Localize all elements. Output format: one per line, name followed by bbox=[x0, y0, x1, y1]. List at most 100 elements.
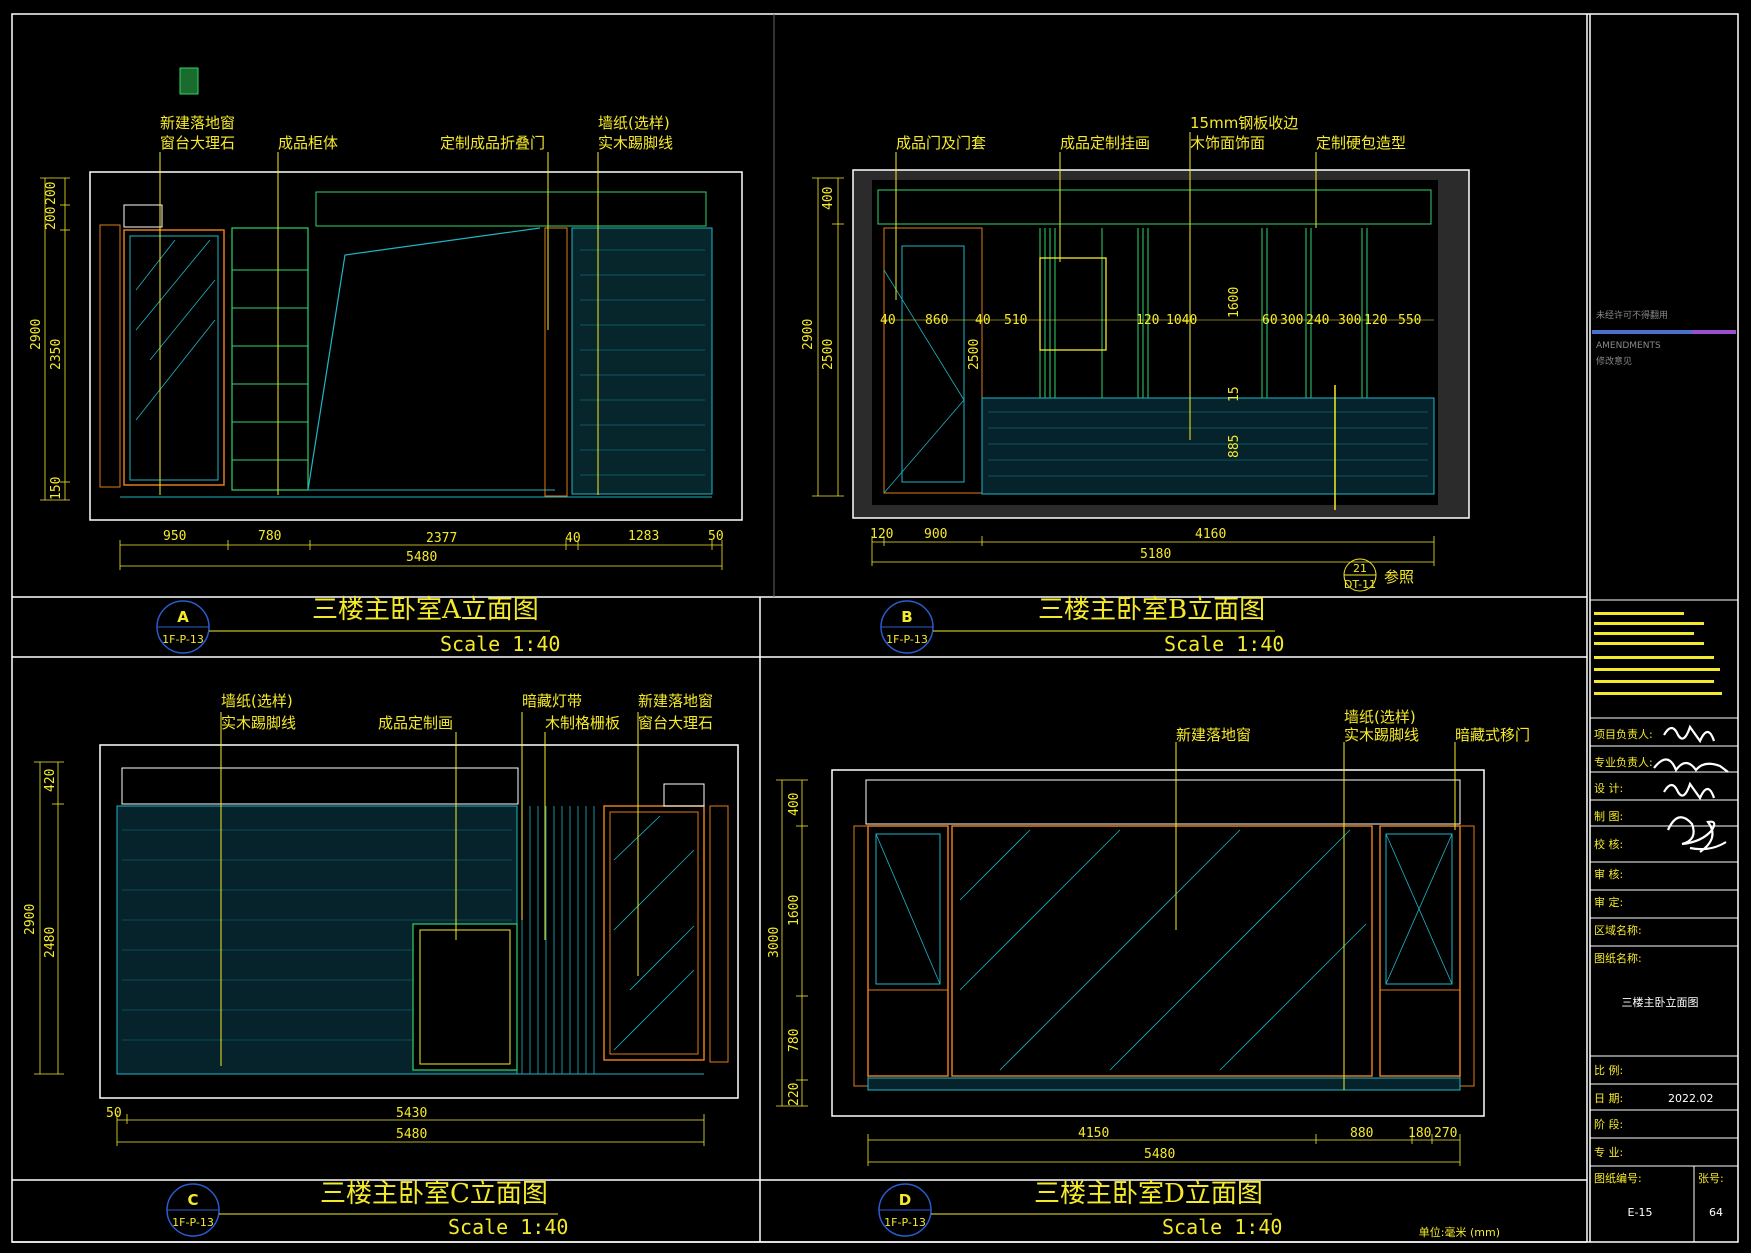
b-dim-left-2: 2900 bbox=[801, 319, 816, 350]
d-label-2: 墙纸(选样) bbox=[1344, 708, 1416, 726]
c-dim-lines-bottom bbox=[116, 1114, 705, 1146]
d-window-left-top bbox=[875, 833, 941, 985]
d-dim-left-2: 1600 bbox=[787, 895, 802, 926]
c-dim-left-1: 420 bbox=[43, 769, 58, 792]
b-dim-inner-2: 860 bbox=[925, 313, 948, 328]
a-dim-total: 5480 bbox=[406, 550, 437, 565]
tb-date-label: 日 期: bbox=[1594, 1092, 1623, 1105]
b-bulkhead bbox=[877, 189, 1432, 225]
b-dim-inner-16: 2500 bbox=[967, 339, 982, 370]
a-title: 三楼主卧室A立面图 bbox=[312, 595, 539, 625]
b-door-swing bbox=[883, 269, 965, 494]
c-label-6: 新建落地窗 bbox=[638, 692, 713, 710]
unit-note: 单位:毫米 (mm) bbox=[1419, 1225, 1500, 1239]
tb-amendments-cn: 修改意见 bbox=[1596, 355, 1632, 367]
tb-date: 2022.02 bbox=[1668, 1092, 1714, 1105]
tb-notice: 未经许可不得翻用 bbox=[1596, 309, 1668, 321]
a-door-jamb bbox=[544, 227, 568, 497]
layer-marker bbox=[179, 67, 199, 95]
c-window bbox=[603, 805, 705, 1061]
c-dim-lines-left bbox=[34, 761, 64, 1075]
b-dim-inner-5: 120 bbox=[1136, 313, 1159, 328]
c-leaders bbox=[220, 712, 639, 1066]
b-soft-panel bbox=[981, 397, 1435, 495]
b-title-block: B 1F-P-13 三楼主卧室B立面图 Scale 1:40 bbox=[880, 595, 1284, 656]
tb-drawing-no-label: 图纸编号: bbox=[1594, 1171, 1642, 1185]
signature-4 bbox=[1666, 816, 1727, 853]
a-label-6: 实木踢脚线 bbox=[598, 134, 673, 152]
d-dim-bottom-4: 270 bbox=[1434, 1126, 1457, 1141]
a-ref: 1F-P-13 bbox=[162, 633, 204, 646]
b-letter: B bbox=[901, 608, 912, 626]
b-dim-inner-8: 300 bbox=[1280, 313, 1303, 328]
c-dim-left-3: 2480 bbox=[43, 927, 58, 958]
b-dim-inner-15: 885 bbox=[1227, 435, 1242, 458]
c-bulkhead bbox=[121, 767, 519, 805]
b-dim-inner-1: 40 bbox=[880, 313, 896, 328]
tb-row-8: 区域名称: bbox=[1594, 923, 1642, 937]
tb-amendments: AMENDMENTS bbox=[1596, 341, 1661, 351]
b-wood-strips bbox=[1039, 228, 1368, 398]
a-dim-bottom-3: 2377 bbox=[426, 531, 457, 546]
b-dim-inner-7: 60 bbox=[1262, 313, 1278, 328]
a-dim-left-5: 150 bbox=[49, 477, 64, 500]
a-label-5: 墙纸(选样) bbox=[598, 114, 670, 132]
a-leaders bbox=[159, 152, 599, 495]
c-sill bbox=[663, 783, 705, 807]
signature-2 bbox=[1653, 758, 1729, 773]
tb-fineprint bbox=[1594, 612, 1722, 695]
a-dim-bottom-5: 1283 bbox=[628, 529, 659, 544]
a-label-4: 定制成品折叠门 bbox=[440, 134, 545, 152]
a-label-3: 成品柜体 bbox=[278, 134, 338, 152]
elevation-b: 成品门及门套 成品定制挂画 15mm钢板收边 木饰面饰面 定制硬包造型 40 8… bbox=[801, 114, 1470, 592]
c-dim-total: 5480 bbox=[396, 1127, 427, 1142]
b-scale: Scale 1:40 bbox=[1164, 632, 1284, 656]
c-ref: 1F-P-13 bbox=[172, 1216, 214, 1229]
b-label-4: 木饰面饰面 bbox=[1190, 134, 1265, 152]
tb-color-bar bbox=[1592, 330, 1736, 334]
a-title-block: A 1F-P-13 三楼主卧室A立面图 Scale 1:40 bbox=[156, 595, 560, 656]
d-dim-bottom-1: 4150 bbox=[1078, 1126, 1109, 1141]
a-wall-outline bbox=[89, 171, 743, 521]
d-dim-left-4: 780 bbox=[787, 1029, 802, 1052]
a-dim-lines-left bbox=[40, 177, 70, 501]
a-dim-lines-bottom bbox=[119, 540, 723, 570]
d-scale: Scale 1:40 bbox=[1162, 1215, 1282, 1239]
tb-row-7: 审 定: bbox=[1594, 895, 1623, 909]
b-dim-total: 5180 bbox=[1140, 547, 1171, 562]
d-window-center bbox=[951, 825, 1373, 1077]
a-dim-bottom-2: 780 bbox=[258, 529, 281, 544]
tb-sheet-no: 64 bbox=[1709, 1206, 1723, 1219]
tb-row-1: 项目负责人: bbox=[1594, 727, 1653, 741]
b-painting bbox=[1039, 257, 1107, 351]
b-dim-inner-14: 15 bbox=[1227, 386, 1242, 402]
a-label-2: 窗台大理石 bbox=[160, 134, 235, 152]
a-bulkhead bbox=[315, 191, 707, 227]
b-dim-lines-left bbox=[812, 177, 844, 497]
b-dim-bottom-1: 120 bbox=[870, 527, 893, 542]
d-skirting bbox=[867, 1077, 1461, 1091]
elevation-d: 新建落地窗 墙纸(选样) 实木踢脚线 暗藏式移门 400 1600 3000 7… bbox=[767, 708, 1530, 1166]
a-cabinet-shelves bbox=[232, 269, 308, 461]
d-leaders bbox=[1175, 742, 1456, 1090]
tb-row-5: 校 核: bbox=[1594, 837, 1623, 851]
a-dim-bottom-4: 40 bbox=[565, 531, 581, 546]
d-dim-lines-left bbox=[776, 779, 808, 1107]
b-dim-inner-11: 120 bbox=[1364, 313, 1387, 328]
a-wallpaper-panel bbox=[571, 227, 713, 495]
d-bulkhead bbox=[865, 779, 1461, 825]
c-dim-left-2: 2900 bbox=[23, 904, 38, 935]
d-label-4: 暗藏式移门 bbox=[1455, 726, 1530, 744]
b-label-2: 成品定制挂画 bbox=[1060, 134, 1150, 152]
b-door-frame bbox=[883, 227, 983, 494]
tb-row-9: 图纸名称: bbox=[1594, 951, 1642, 965]
a-window-glass bbox=[129, 235, 219, 481]
tb-row-4: 制 图: bbox=[1594, 810, 1623, 823]
a-label-1: 新建落地窗 bbox=[160, 114, 235, 132]
a-cabinet bbox=[231, 227, 309, 491]
a-dim-bottom-1: 950 bbox=[163, 529, 186, 544]
d-window-right bbox=[1379, 825, 1461, 1077]
d-dim-total: 5480 bbox=[1144, 1147, 1175, 1162]
a-dim-bottom-6: 50 bbox=[708, 529, 724, 544]
